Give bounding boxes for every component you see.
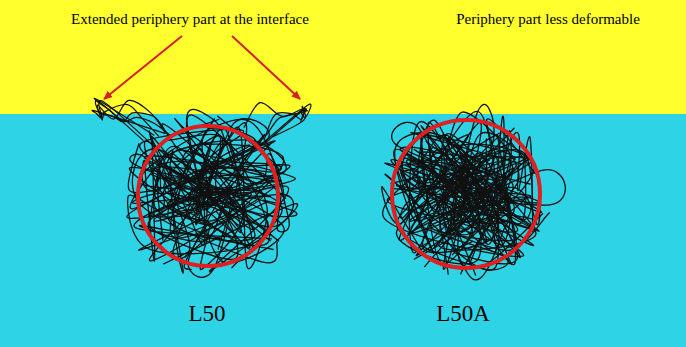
polymer-chain	[407, 133, 540, 250]
pointer-arrow	[104, 36, 182, 99]
sample-label: L50A	[436, 301, 490, 326]
sample-label: L50	[188, 301, 225, 326]
annotation-text: Periphery part less deformable	[456, 11, 640, 28]
polymer-chain	[92, 105, 165, 137]
water-phase	[0, 114, 686, 347]
core-circle	[138, 126, 278, 266]
polymer-chain	[97, 100, 165, 150]
oil-phase	[0, 0, 686, 114]
pointer-arrow	[232, 36, 300, 99]
annotation-text: Extended periphery part at the interface	[71, 11, 309, 28]
core-circle	[392, 120, 540, 268]
polymer-chain	[145, 156, 243, 270]
polymer-chain	[95, 101, 163, 141]
polymer-chain	[256, 104, 311, 149]
polymer-chain	[149, 131, 288, 271]
